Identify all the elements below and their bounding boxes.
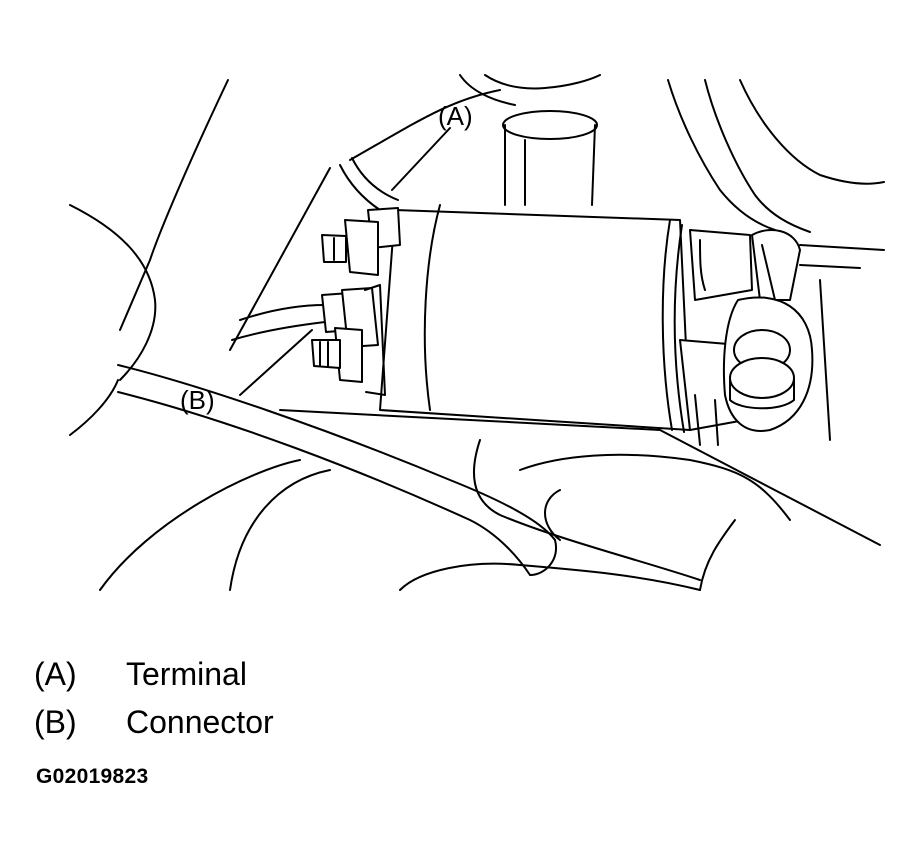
legend-label-connector: Connector: [126, 703, 274, 740]
battery-cable: [722, 229, 814, 432]
starter-solenoid-diagram: (A) (B): [69, 74, 885, 591]
legend-key-a: (A): [34, 655, 77, 692]
engine-contours: [69, 79, 881, 591]
upper-hoses: [459, 74, 885, 441]
legend-row-b: (B) Connector: [34, 698, 274, 746]
figure-id: G02019823: [36, 765, 149, 788]
callout-b-label: (B): [180, 385, 215, 415]
terminal-a: [321, 157, 401, 276]
connector-b: [231, 284, 386, 396]
legend-key-b: (B): [34, 703, 77, 740]
solenoid-body: [379, 204, 753, 446]
callout-a-label: (A): [438, 101, 473, 131]
legend-row-a: (A) Terminal: [34, 650, 274, 698]
legend: (A) Terminal (B) Connector: [34, 650, 274, 746]
legend-label-terminal: Terminal: [126, 655, 247, 692]
callout-leaders: [239, 127, 451, 396]
